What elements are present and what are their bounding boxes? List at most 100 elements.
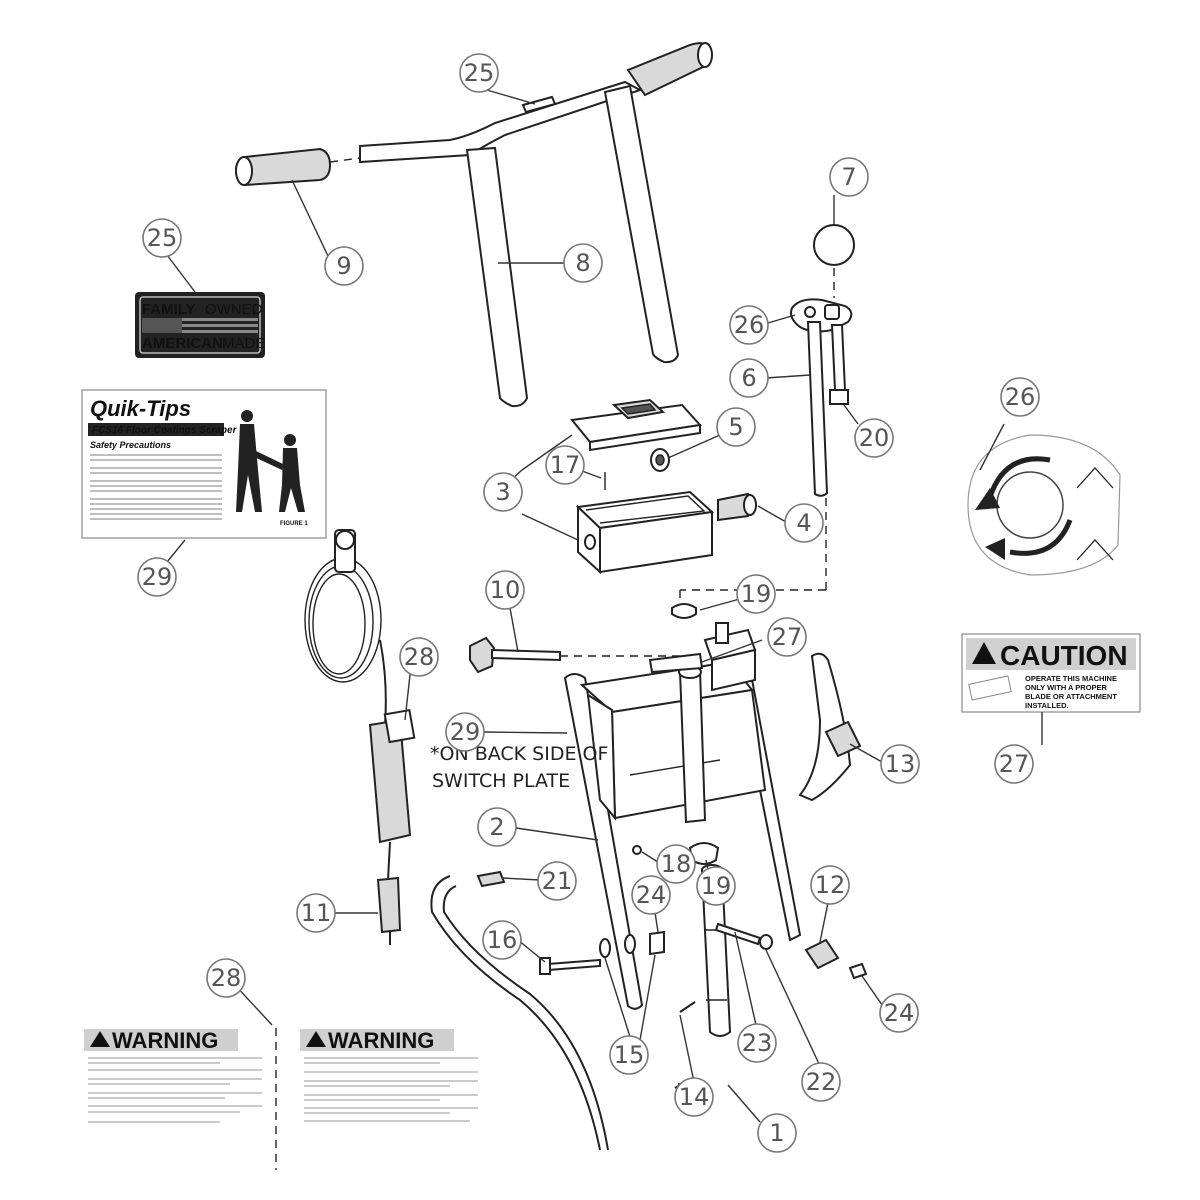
callout-10: 10 bbox=[485, 570, 525, 610]
callout-25b: 25 bbox=[142, 218, 182, 258]
callout-15: 15 bbox=[609, 1035, 649, 1075]
callout-23-label: 23 bbox=[742, 1029, 773, 1057]
callout-21: 21 bbox=[537, 861, 577, 901]
callout-17: 17 bbox=[545, 445, 585, 485]
callout-11: 11 bbox=[296, 893, 336, 933]
callout-10-label: 10 bbox=[490, 576, 521, 604]
callout-26a-label: 26 bbox=[734, 311, 765, 339]
height-adjust-assembly bbox=[790, 224, 855, 497]
callout-24a: 24 bbox=[631, 875, 671, 915]
callout-17-label: 17 bbox=[550, 451, 581, 479]
callout-27a-label: 27 bbox=[772, 623, 803, 651]
callout-8-label: 8 bbox=[575, 249, 590, 277]
decal-arrow-ring bbox=[967, 434, 1121, 576]
quiktips-title: Quik-Tips bbox=[90, 396, 191, 421]
callout-27b: 27 bbox=[994, 744, 1034, 784]
callout-29a: 29 bbox=[137, 557, 177, 597]
made-word: MADE bbox=[222, 335, 265, 352]
warning-right-triangle-icon bbox=[306, 1031, 326, 1047]
callout-1-label: 1 bbox=[769, 1119, 784, 1147]
caution-line-3: BLADE OR ATTACHMENT bbox=[1025, 692, 1117, 701]
callout-27b-label: 27 bbox=[999, 750, 1030, 778]
warning-left-triangle-icon bbox=[90, 1031, 110, 1047]
callout-6-label: 6 bbox=[741, 364, 756, 392]
callout-18: 18 bbox=[656, 844, 696, 884]
callout-29b-label: 29 bbox=[450, 718, 481, 746]
callout-2-label: 2 bbox=[489, 813, 504, 841]
callout-27a: 27 bbox=[767, 617, 807, 657]
leader-lines bbox=[166, 87, 1043, 1123]
callout-14: 14 bbox=[674, 1077, 714, 1117]
callout-7: 7 bbox=[829, 157, 869, 197]
callout-28a: 28 bbox=[399, 637, 439, 677]
quiktips-subtitle: FCS16 Floor Coatings Scraper bbox=[92, 425, 238, 436]
callout-20-label: 20 bbox=[859, 424, 890, 452]
caution-line-2: ONLY WITH A PROPER bbox=[1025, 683, 1108, 692]
decal-quik-tips: Quik-Tips FCS16 Floor Coatings Scraper S… bbox=[81, 389, 327, 539]
callout-8: 8 bbox=[563, 243, 603, 283]
lower-assembly bbox=[430, 652, 868, 1151]
decal-warning-right: WARNING bbox=[300, 1028, 478, 1122]
callout-20: 20 bbox=[854, 418, 894, 458]
callout-26a: 26 bbox=[729, 305, 769, 345]
callout-4: 4 bbox=[784, 503, 824, 543]
callout-5: 5 bbox=[716, 407, 756, 447]
main-frame bbox=[469, 603, 802, 1010]
callout-22: 22 bbox=[801, 1062, 841, 1102]
callout-6: 6 bbox=[729, 358, 769, 398]
callout-3: 3 bbox=[483, 472, 523, 512]
handle-assembly bbox=[234, 42, 713, 408]
left-grip bbox=[234, 147, 361, 187]
callout-9-label: 9 bbox=[336, 252, 351, 280]
warning-left-header: WARNING bbox=[112, 1028, 218, 1053]
callout-3-label: 3 bbox=[495, 478, 510, 506]
caution-triangle-icon bbox=[972, 642, 996, 664]
callout-23: 23 bbox=[737, 1023, 777, 1063]
callout-1: 1 bbox=[757, 1113, 797, 1153]
callout-18-label: 18 bbox=[661, 850, 692, 878]
callout-25a: 25 bbox=[459, 53, 499, 93]
callout-21-label: 21 bbox=[542, 867, 573, 895]
decal-family-owned: FAMILY OWNED AMERICAN MADE bbox=[135, 292, 265, 358]
callout-29b: 29 bbox=[445, 712, 485, 752]
callout-7-label: 7 bbox=[841, 163, 856, 191]
callout-19a-label: 19 bbox=[741, 580, 772, 608]
decal-caution: CAUTION OPERATE THIS MACHINE ONLY WITH A… bbox=[961, 633, 1141, 713]
warning-right-header: WARNING bbox=[328, 1028, 434, 1053]
callout-13-label: 13 bbox=[885, 750, 916, 778]
callout-14-label: 14 bbox=[679, 1083, 710, 1111]
caution-header: CAUTION bbox=[1000, 640, 1128, 671]
knob-ball-7 bbox=[813, 224, 855, 266]
switch-box bbox=[570, 398, 757, 575]
family-word: FAMILY bbox=[142, 301, 196, 318]
callout-4-label: 4 bbox=[796, 509, 811, 537]
note-line-2: SWITCH PLATE bbox=[432, 770, 570, 792]
flag-stripes bbox=[142, 318, 258, 333]
callout-13: 13 bbox=[880, 744, 920, 784]
callout-28b: 28 bbox=[206, 958, 246, 998]
callout-16: 16 bbox=[482, 920, 522, 960]
american-word: AMERICAN bbox=[142, 335, 223, 352]
quiktips-section: Safety Precautions bbox=[90, 440, 171, 450]
callout-28b-label: 28 bbox=[211, 964, 242, 992]
callout-25a-label: 25 bbox=[464, 59, 495, 87]
callout-9: 9 bbox=[324, 246, 364, 286]
callout-29a-label: 29 bbox=[142, 563, 173, 591]
callout-16-label: 16 bbox=[487, 926, 518, 954]
callout-26b: 26 bbox=[1000, 377, 1040, 417]
callout-25b-label: 25 bbox=[147, 224, 178, 252]
callout-19b: 19 bbox=[696, 866, 736, 906]
callout-5-label: 5 bbox=[728, 413, 743, 441]
callout-15-label: 15 bbox=[614, 1041, 645, 1069]
callout-11-label: 11 bbox=[301, 899, 332, 927]
callout-24b-label: 24 bbox=[884, 999, 915, 1027]
quiktips-body-lines bbox=[90, 454, 222, 520]
callout-2: 2 bbox=[477, 807, 517, 847]
quiktips-figure-label: FIGURE 1 bbox=[280, 521, 308, 527]
caution-line-4: INSTALLED. bbox=[1025, 701, 1069, 710]
callout-19a: 19 bbox=[736, 574, 776, 614]
callout-24b: 24 bbox=[879, 993, 919, 1033]
callout-22-label: 22 bbox=[806, 1068, 837, 1096]
